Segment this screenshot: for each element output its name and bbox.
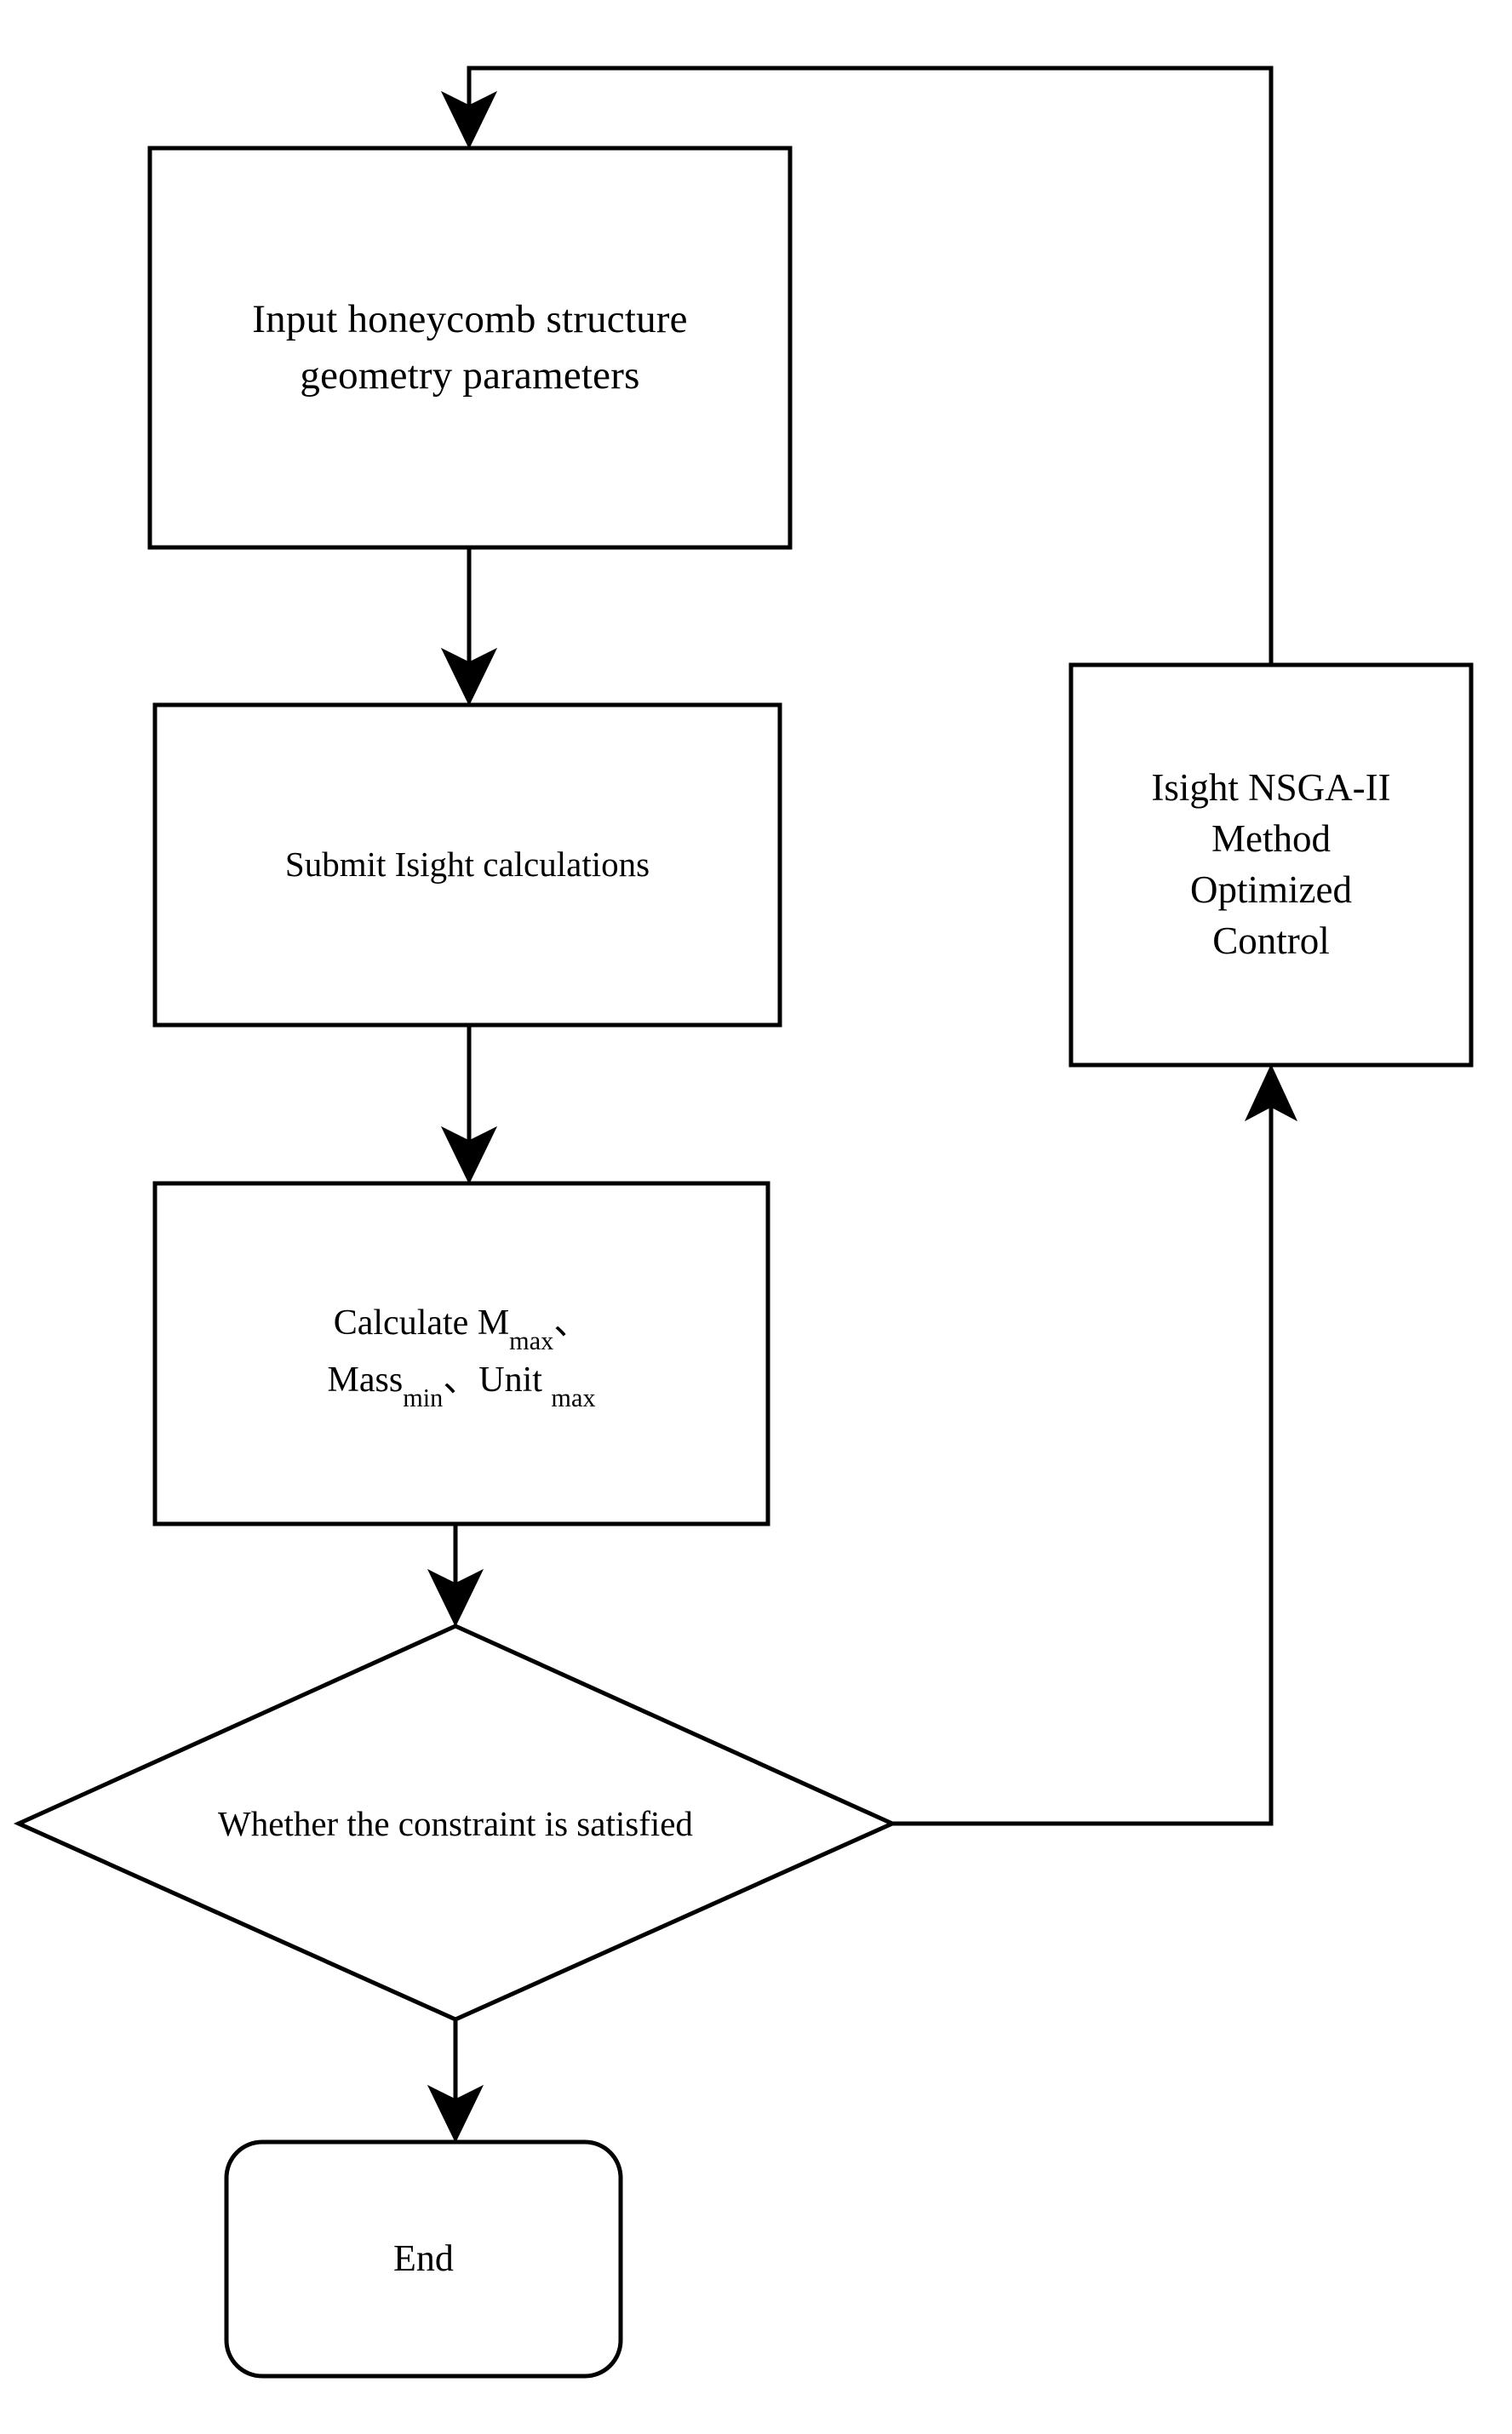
- arrowhead-down: [440, 90, 498, 150]
- edge-optimizer-to-input: [440, 66, 1274, 665]
- arrowhead-down: [427, 1568, 484, 1628]
- node-decision-shape[interactable]: [13, 1624, 898, 2022]
- node-input-shape[interactable]: [147, 146, 793, 550]
- node-submit-shape[interactable]: [152, 702, 782, 1028]
- edge-decision-to-optimizer: [892, 1063, 1298, 1826]
- arrowhead-down: [440, 1125, 498, 1185]
- edge-decision-to-end: [427, 2019, 484, 2144]
- edge-submit-to-calculate: [440, 1025, 498, 1185]
- arrowhead-up: [1244, 1063, 1298, 1122]
- arrowhead-down: [440, 647, 498, 707]
- node-end-shape[interactable]: [224, 2139, 623, 2379]
- edge-calculate-to-decision: [427, 1524, 484, 1628]
- node-calculate-shape[interactable]: [152, 1181, 770, 1526]
- arrowhead-down: [427, 2084, 484, 2144]
- edge-input-to-submit: [440, 547, 498, 707]
- node-optimizer-shape[interactable]: [1068, 662, 1474, 1068]
